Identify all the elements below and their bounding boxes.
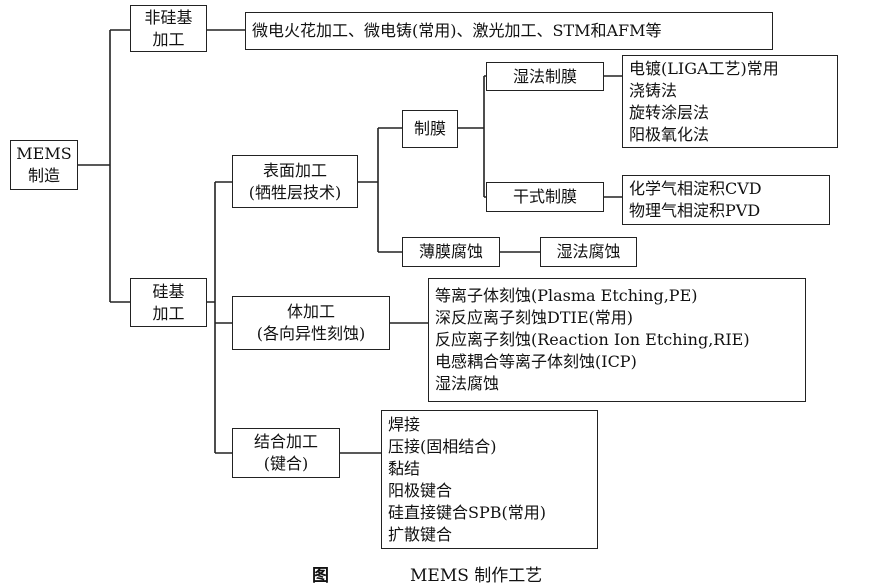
node-label: 制造 <box>27 166 60 185</box>
root-node-mems: MEMS 制造 <box>10 140 78 190</box>
node-film-etching: 薄膜腐蚀 <box>402 237 500 267</box>
node-label: 干式制膜 <box>512 187 577 206</box>
node-label: 表面加工 <box>262 160 327 180</box>
node-label: 湿法制膜 <box>512 66 577 86</box>
node-label: 制膜 <box>413 119 446 138</box>
node-label: (各向异性刻蚀) <box>256 324 366 343</box>
list-item: 等离子体刻蚀(Plasma Etching,PE) <box>435 286 698 305</box>
list-item: 压接(固相结合) <box>388 436 497 456</box>
node-silicon: 硅基加工 <box>130 278 207 327</box>
caption-title: MEMS 制作工艺 <box>410 566 543 586</box>
list-item: 阳极键合 <box>388 480 453 500</box>
list-item: 反应离子刻蚀(Reaction Ion Etching,RIE) <box>435 330 750 349</box>
list-item: 黏结 <box>388 458 421 478</box>
node-label: 非硅基 <box>144 7 193 27</box>
node-label: 硅基 <box>152 281 185 301</box>
node-label: 体加工 <box>286 302 335 321</box>
node-wet-etching: 湿法腐蚀 <box>540 237 637 267</box>
list-item: 电镀(LIGA工艺)常用 <box>629 58 779 78</box>
list-item: 阳极氧化法 <box>629 124 710 144</box>
list-item: 电感耦合等离子体刻蚀(ICP) <box>435 352 637 371</box>
node-non-silicon-methods: 微电火花加工、微电铸(常用)、激光加工、STM和AFM等 <box>245 12 773 50</box>
node-label: (牺牲层技术) <box>248 182 342 202</box>
node-bonding-methods: 焊接 压接(固相结合) 黏结 阳极键合 硅直接键合SPB(常用) 扩散键合 <box>381 410 598 549</box>
list-item: 物理气相淀积PVD <box>629 201 761 220</box>
node-label: (键合) <box>263 454 309 473</box>
node-label: 加工 <box>152 29 185 49</box>
list-item: 浇铸法 <box>629 80 678 100</box>
node-bonding: 结合加工 (键合) <box>232 428 340 478</box>
node-label: 薄膜腐蚀 <box>418 242 483 261</box>
node-surface-machining: 表面加工(牺牲层技术) <box>232 155 358 208</box>
node-wet-film: 湿法制膜 <box>486 62 604 91</box>
list-item: 硅直接键合SPB(常用) <box>388 502 546 522</box>
node-film: 制膜 <box>402 110 458 148</box>
node-dry-film: 干式制膜 <box>486 182 604 212</box>
list-item: 湿法腐蚀 <box>435 374 500 393</box>
list-item: 扩散键合 <box>388 524 453 544</box>
node-dry-film-methods: 化学气相淀积CVD 物理气相淀积PVD <box>622 175 830 225</box>
list-item: 深反应离子刻蚀DTIE(常用) <box>435 308 633 327</box>
list-item: 化学气相淀积CVD <box>629 179 762 198</box>
node-label: 加工 <box>152 303 185 323</box>
node-bulk-methods: 等离子体刻蚀(Plasma Etching,PE) 深反应离子刻蚀DTIE(常用… <box>428 278 806 402</box>
node-non-silicon: 非硅基加工 <box>130 5 207 52</box>
node-label: MEMS <box>16 144 72 163</box>
node-label: 结合加工 <box>253 432 318 451</box>
caption-prefix: 图 <box>312 566 329 586</box>
node-label: 微电火花加工、微电铸(常用)、激光加工、STM和AFM等 <box>252 21 662 40</box>
list-item: 焊接 <box>388 414 421 434</box>
list-item: 旋转涂层法 <box>629 102 710 122</box>
node-wet-film-methods: 电镀(LIGA工艺)常用 浇铸法 旋转涂层法 阳极氧化法 <box>622 55 838 148</box>
node-label: 湿法腐蚀 <box>556 242 621 261</box>
node-bulk-machining: 体加工 (各向异性刻蚀) <box>232 296 390 350</box>
